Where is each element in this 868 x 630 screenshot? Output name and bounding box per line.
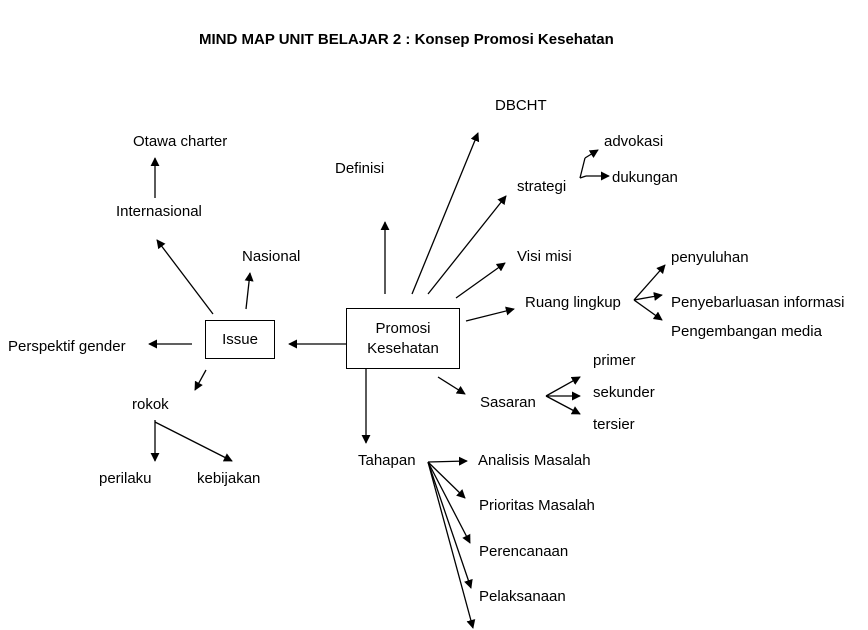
arrow-to-sasaran: [437, 376, 466, 395]
node-sekunder: sekunder: [593, 384, 655, 401]
line-strategi-branch: [579, 157, 586, 179]
arrow-to-tersier: [545, 395, 581, 415]
node-ruang-lingkup: Ruang lingkup: [525, 294, 621, 311]
arrow-tahapan-extra: [427, 461, 476, 629]
page-title: MIND MAP UNIT BELAJAR 2 : Konsep Promosi…: [199, 31, 614, 48]
node-tersier: tersier: [593, 416, 635, 433]
node-analisis-masalah: Analisis Masalah: [478, 452, 591, 469]
arrow-to-penyuluhan: [633, 264, 666, 301]
center-node-line1: Promosi: [375, 319, 431, 337]
node-perencanaan: Perencanaan: [479, 543, 569, 560]
node-primer: primer: [593, 352, 636, 369]
arrow-to-pengembangan-media: [633, 299, 663, 321]
node-perspektif-gender: Perspektif gender: [8, 338, 126, 355]
arrow-to-visi-misi: [455, 262, 506, 299]
arrow-to-advokasi: [584, 149, 599, 159]
node-penyuluhan: penyuluhan: [671, 249, 749, 266]
arrow-to-primer: [545, 376, 581, 397]
arrow-to-nasional: [244, 272, 254, 310]
arrow-to-pelaksanaan: [427, 461, 473, 589]
center-node: Promosi Kesehatan: [346, 308, 460, 369]
arrow-to-ruang-lingkup: [465, 306, 515, 322]
arrow-to-prioritas-masalah: [427, 461, 466, 499]
node-strategi: strategi: [517, 178, 567, 195]
node-advokasi: advokasi: [604, 133, 664, 150]
center-node-line2: Kesehatan: [367, 339, 439, 357]
node-internasional: Internasional: [116, 203, 202, 220]
arrow-to-analisis-masalah: [427, 456, 468, 466]
node-definisi: Definisi: [335, 160, 385, 177]
node-pengembangan-media: Pengembangan media: [671, 323, 822, 340]
node-otawa-charter: Otawa charter: [133, 133, 228, 150]
node-penyebarluasan-informasi: Penyebarluasan informasi: [671, 294, 845, 311]
issue-node: Issue: [205, 320, 275, 359]
node-rokok: rokok: [132, 396, 169, 413]
node-visi-misi: Visi misi: [517, 248, 572, 265]
node-dukungan: dukungan: [612, 169, 678, 186]
arrow-to-penyebarluasan-informasi: [633, 291, 663, 301]
node-tahapan: Tahapan: [358, 452, 416, 469]
arrow-to-strategi: [427, 195, 507, 295]
node-dbcht: DBCHT: [495, 97, 547, 114]
node-sasaran: Sasaran: [480, 394, 536, 411]
node-nasional: Nasional: [242, 248, 301, 265]
arrow-to-kebijakan: [154, 421, 233, 462]
arrow-to-internasional: [156, 239, 214, 315]
arrow-to-rokok: [194, 369, 207, 391]
node-pelaksanaan: Pelaksanaan: [479, 588, 566, 605]
node-perilaku: perilaku: [99, 470, 152, 487]
arrow-to-perencanaan: [427, 461, 471, 544]
node-kebijakan: kebijakan: [197, 470, 261, 487]
arrow-to-dbcht: [411, 132, 480, 295]
line-strategi-branch-2: [579, 175, 587, 179]
node-prioritas-masalah: Prioritas Masalah: [479, 497, 595, 514]
